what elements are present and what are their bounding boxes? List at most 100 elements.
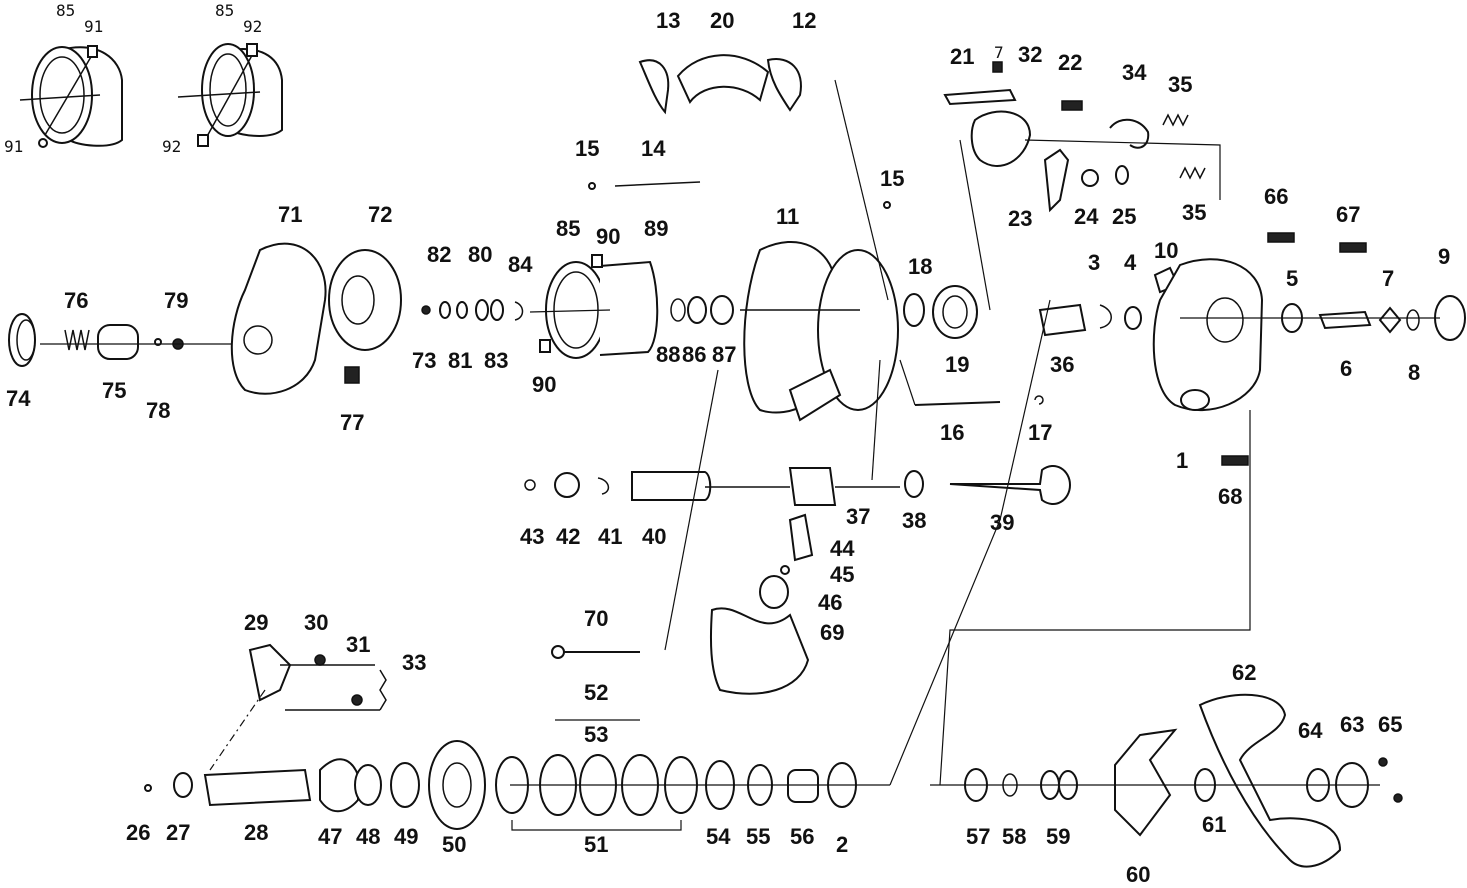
label-43: 43 xyxy=(520,524,544,549)
label-9: 9 xyxy=(1438,244,1450,269)
label-83: 83 xyxy=(484,348,508,373)
label-31: 31 xyxy=(346,632,370,657)
label-92b: 92 xyxy=(162,137,181,156)
label-3: 3 xyxy=(1088,250,1100,275)
label-16: 16 xyxy=(940,420,964,445)
label-2: 2 xyxy=(836,832,848,857)
part-12 xyxy=(766,58,802,112)
label-49: 49 xyxy=(394,824,418,849)
label-25: 25 xyxy=(1112,204,1136,229)
label-41: 41 xyxy=(598,524,622,549)
label-37: 37 xyxy=(846,504,870,529)
label-85b: 85 xyxy=(215,1,234,20)
label-40: 40 xyxy=(642,524,666,549)
label-4: 4 xyxy=(1124,250,1137,275)
label-27: 27 xyxy=(166,820,190,845)
label-20: 20 xyxy=(710,8,734,33)
label-33: 33 xyxy=(402,650,426,675)
label-90b: 90 xyxy=(532,372,556,397)
label-17: 17 xyxy=(1028,420,1052,445)
part-71-sideplate xyxy=(230,242,327,395)
label-50: 50 xyxy=(442,832,466,857)
label-61: 61 xyxy=(1202,812,1226,837)
label-68: 68 xyxy=(1218,484,1242,509)
part-74 xyxy=(8,313,36,367)
label-92a: 92 xyxy=(243,17,262,36)
label-71: 71 xyxy=(278,202,302,227)
label-63: 63 xyxy=(1340,712,1364,737)
label-28: 28 xyxy=(244,820,268,845)
label-67: 67 xyxy=(1336,202,1360,227)
label-88: 88 xyxy=(656,342,680,367)
label-30: 30 xyxy=(304,610,328,635)
label-8: 8 xyxy=(1408,360,1420,385)
label-18: 18 xyxy=(908,254,932,279)
label-48: 48 xyxy=(356,824,380,849)
label-24: 24 xyxy=(1074,204,1099,229)
label-47: 47 xyxy=(318,824,342,849)
label-65: 65 xyxy=(1378,712,1402,737)
label-62: 62 xyxy=(1232,660,1256,685)
label-77: 77 xyxy=(340,410,364,435)
label-89: 89 xyxy=(644,216,668,241)
label-80: 80 xyxy=(468,242,492,267)
label-79: 79 xyxy=(164,288,188,313)
label-82: 82 xyxy=(427,242,451,267)
part-11-frame xyxy=(740,240,899,422)
label-23: 23 xyxy=(1008,206,1032,231)
label-76: 76 xyxy=(64,288,88,313)
label-59: 59 xyxy=(1046,824,1070,849)
label-45: 45 xyxy=(830,562,854,587)
part-20 xyxy=(676,54,770,104)
label-15a: 15 xyxy=(575,136,599,161)
label-11: 11 xyxy=(776,204,799,229)
label-35b: 35 xyxy=(1182,200,1206,225)
label-56: 56 xyxy=(790,824,814,849)
label-10: 10 xyxy=(1154,238,1178,263)
label-21: 21 xyxy=(950,44,974,69)
label-35a: 35 xyxy=(1168,72,1192,97)
label-46: 46 xyxy=(818,590,842,615)
label-64: 64 xyxy=(1298,718,1323,743)
label-12: 12 xyxy=(792,8,816,33)
label-42: 42 xyxy=(556,524,580,549)
label-26: 26 xyxy=(126,820,150,845)
label-44: 44 xyxy=(830,536,855,561)
label-60: 60 xyxy=(1126,862,1150,887)
label-52: 52 xyxy=(584,680,608,705)
label-15b: 15 xyxy=(880,166,904,191)
label-85: 85 xyxy=(556,216,580,241)
part-13 xyxy=(638,59,670,115)
label-57: 57 xyxy=(966,824,990,849)
label-85a: 85 xyxy=(56,1,75,20)
spool-inset-91 xyxy=(19,45,123,148)
part-76-spring xyxy=(64,329,90,351)
label-14: 14 xyxy=(641,136,666,161)
label-38: 38 xyxy=(902,508,926,533)
label-36: 36 xyxy=(1050,352,1074,377)
label-78: 78 xyxy=(146,398,170,423)
label-91b: 91 xyxy=(4,137,23,156)
label-6: 6 xyxy=(1340,356,1352,381)
label-70: 70 xyxy=(584,606,608,631)
part-62-handle xyxy=(1198,693,1342,868)
label-22: 22 xyxy=(1058,50,1082,75)
label-7a: 7 xyxy=(994,43,1004,62)
label-73: 73 xyxy=(412,348,436,373)
label-29: 29 xyxy=(244,610,268,635)
part-85-spool xyxy=(539,254,659,359)
spool-inset-92 xyxy=(177,43,283,147)
part-1-sideplate xyxy=(1152,258,1264,411)
part-72 xyxy=(328,249,402,351)
label-19: 19 xyxy=(945,352,969,377)
label-54: 54 xyxy=(706,824,731,849)
label-86: 86 xyxy=(682,342,706,367)
label-5: 5 xyxy=(1286,266,1298,291)
label-66: 66 xyxy=(1264,184,1288,209)
label-51: 51 xyxy=(584,832,608,857)
label-91a: 91 xyxy=(84,17,103,36)
label-7: 7 xyxy=(1382,266,1394,291)
label-72: 72 xyxy=(368,202,392,227)
label-81: 81 xyxy=(448,348,472,373)
